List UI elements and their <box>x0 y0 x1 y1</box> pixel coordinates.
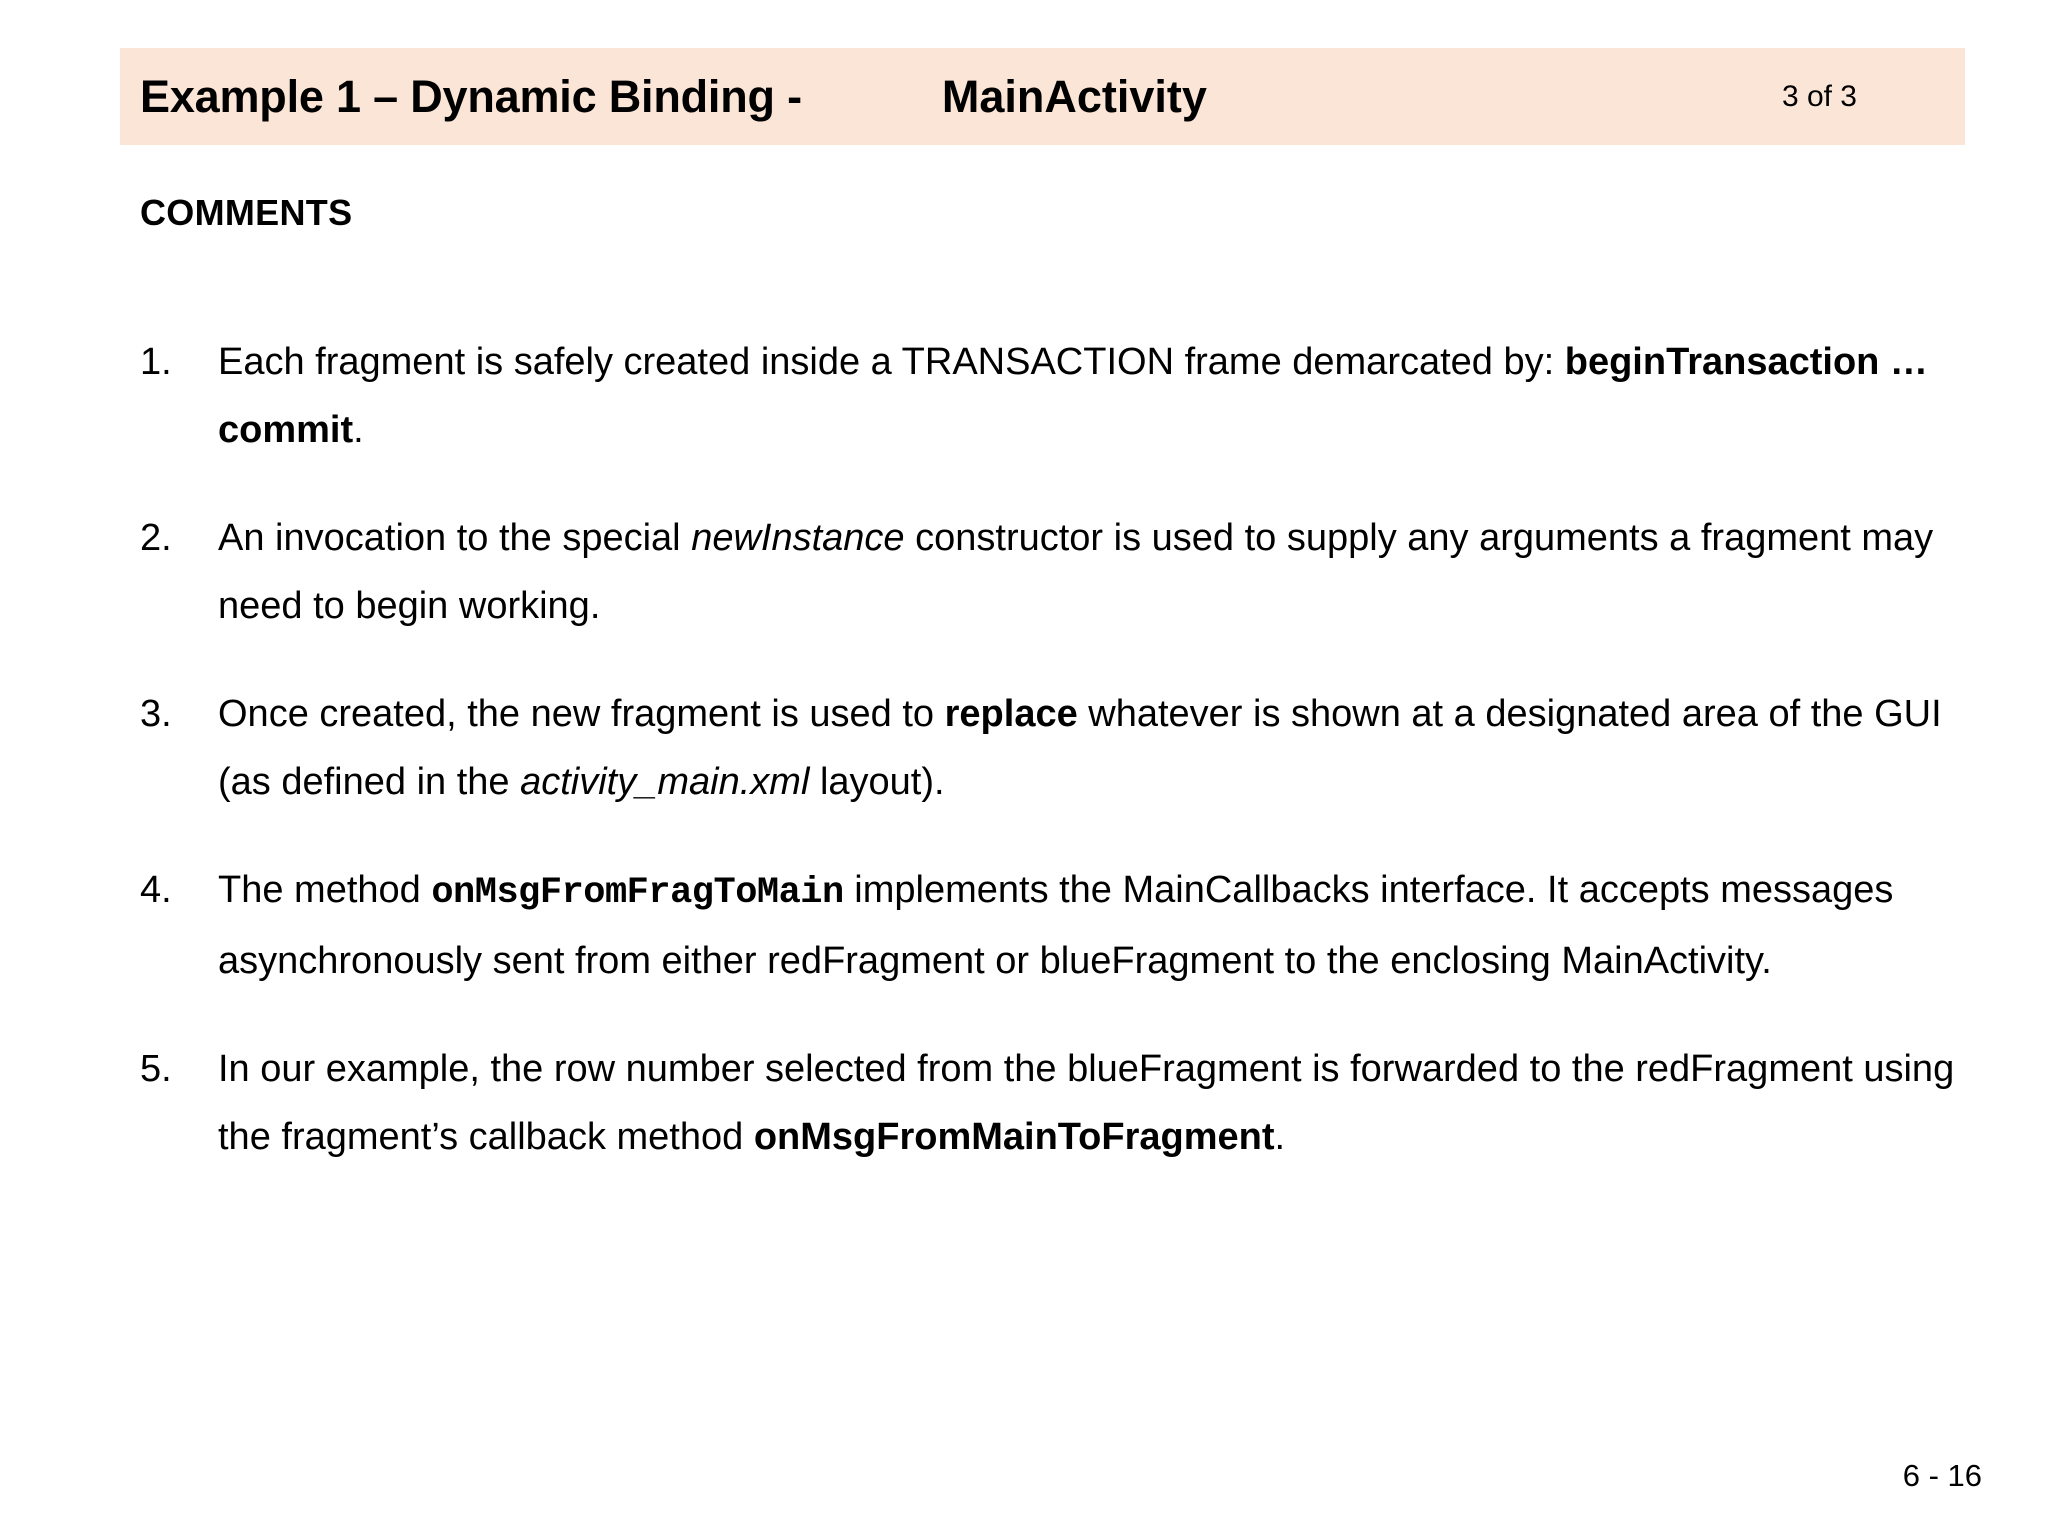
slide-header-band: Example 1 – Dynamic Binding - MainActivi… <box>120 48 1965 145</box>
list-item-text: Once created, the new fragment is used t… <box>218 680 1970 816</box>
list-item-number: 4. <box>140 869 172 911</box>
list-item-text-span: onMsgFromFragToMain <box>431 872 844 914</box>
list-item-text: Each fragment is safely created inside a… <box>218 328 1970 464</box>
list-item-number: 1. <box>140 341 172 383</box>
slide-title-main: Example 1 – Dynamic Binding - <box>140 70 802 122</box>
list-item-text-span: In our example, the row number selected … <box>218 1048 1955 1158</box>
list-item-text-span: layout). <box>809 761 945 803</box>
list-item-text-span: newInstance <box>691 517 905 559</box>
footer-page-number: 6 - 16 <box>1902 1458 1982 1493</box>
list-item-text-span: Once created, the new fragment is used t… <box>218 693 945 735</box>
section-heading-comments: COMMENTS <box>140 192 353 233</box>
list-item-text-span: implements the MainCallbacks interface. … <box>218 869 1894 982</box>
list-item-text-span: . <box>1274 1116 1286 1158</box>
list-item: 1. Each fragment is safely created inside… <box>140 328 1970 464</box>
list-item: 3. Once created, the new fragment is used… <box>140 680 1970 816</box>
slide-step-counter: 3 of 3 <box>1781 79 1857 113</box>
list-item-text-span: An invocation to the special <box>218 517 692 559</box>
list-item: 4. The method onMsgFromFragToMain impleme… <box>140 856 1970 995</box>
list-item: 2. An invocation to the special newInstan… <box>140 504 1970 640</box>
list-item-text-span: onMsgFromMainToFragment <box>753 1116 1275 1158</box>
comments-list: 1. Each fragment is safely created inside… <box>140 328 1970 1171</box>
list-item: 5. In our example, the row number selecte… <box>140 1035 1970 1171</box>
list-item-text: The method onMsgFromFragToMain implement… <box>218 856 1970 995</box>
slide-title-sub: MainActivity <box>941 70 1207 122</box>
list-item-text: In our example, the row number selected … <box>218 1035 1970 1171</box>
list-item-text-span: Each fragment is safely created inside a… <box>218 341 1565 383</box>
list-item-number: 3. <box>140 693 172 735</box>
list-item-text-span: activity_main.xml <box>520 761 810 803</box>
list-item-text-span: replace <box>944 693 1078 735</box>
list-item-text-span: beginTransaction … commit <box>218 341 1928 451</box>
list-item-text-span: The method <box>218 869 432 911</box>
list-item-text-span: constructor is used to supply any argume… <box>218 517 1934 627</box>
list-item-text-span: . <box>353 409 364 451</box>
list-item-number: 5. <box>140 1048 172 1090</box>
list-item-text-span: whatever is shown at a designated area o… <box>218 693 1942 803</box>
list-item-text: An invocation to the special newInstance… <box>218 504 1970 640</box>
list-item-number: 2. <box>140 517 172 559</box>
